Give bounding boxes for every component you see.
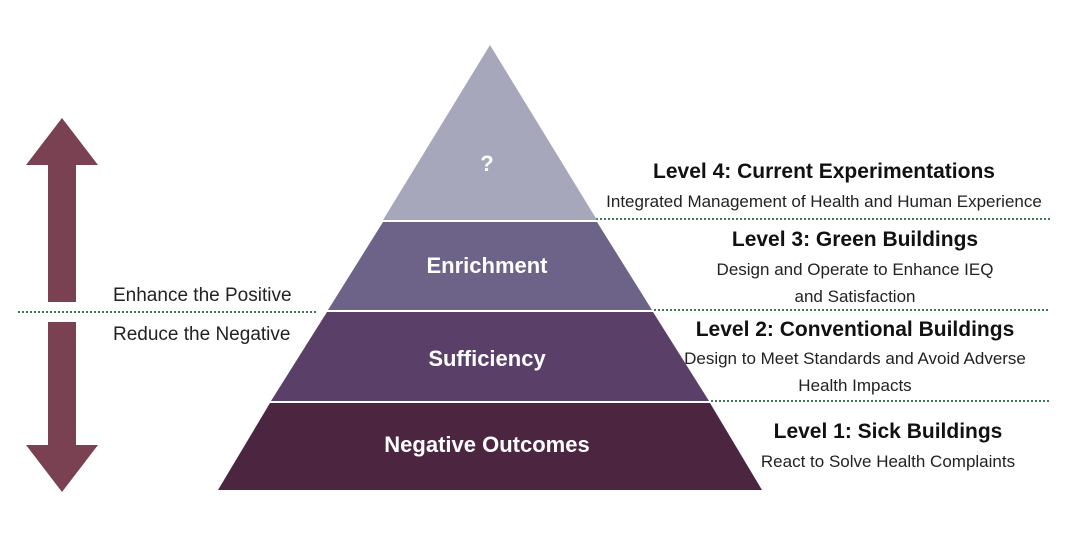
- double-arrow: [26, 118, 98, 492]
- level-4-description: Integrated Management of Health and Huma…: [606, 192, 1042, 211]
- reduce-negative-label: Reduce the Negative: [113, 324, 290, 345]
- level-2-block: Level 2: Conventional Buildings Design t…: [684, 318, 1026, 395]
- divider-lines: [18, 218, 1050, 402]
- level-1-title: Level 1: Sick Buildings: [774, 420, 1003, 443]
- down-arrow-icon: [26, 322, 98, 492]
- pyramid-tier-enrichment-label: Enrichment: [426, 253, 548, 278]
- level-4-title: Level 4: Current Experimentations: [653, 160, 995, 183]
- level-2-description-line-1: Design to Meet Standards and Avoid Adver…: [684, 349, 1026, 368]
- level-3-description-line-1: Design and Operate to Enhance IEQ: [717, 260, 994, 279]
- pyramid-tier-sufficiency-label: Sufficiency: [428, 346, 546, 371]
- pyramid-tier-sufficiency: [271, 312, 709, 401]
- pyramid-tier-top: [383, 45, 597, 220]
- pyramid: ? Enrichment Sufficiency Negative Outcom…: [218, 45, 762, 490]
- up-arrow-icon: [26, 118, 98, 302]
- level-3-block: Level 3: Green Buildings Design and Oper…: [717, 228, 994, 306]
- enhance-positive-label: Enhance the Positive: [113, 285, 292, 306]
- level-2-title: Level 2: Conventional Buildings: [696, 318, 1015, 341]
- level-1-block: Level 1: Sick Buildings React to Solve H…: [761, 420, 1015, 471]
- pyramid-tier-negative-outcomes-label: Negative Outcomes: [384, 432, 589, 457]
- level-1-description: React to Solve Health Complaints: [761, 452, 1015, 471]
- level-3-description-line-2: and Satisfaction: [795, 287, 916, 306]
- pyramid-tier-enrichment: [328, 222, 652, 310]
- level-3-title: Level 3: Green Buildings: [732, 228, 978, 251]
- level-2-description-line-2: Health Impacts: [798, 376, 911, 395]
- level-4-block: Level 4: Current Experimentations Integr…: [606, 160, 1042, 211]
- pyramid-tier-negative-outcomes: [218, 403, 762, 490]
- pyramid-tier-top-label: ?: [480, 151, 493, 176]
